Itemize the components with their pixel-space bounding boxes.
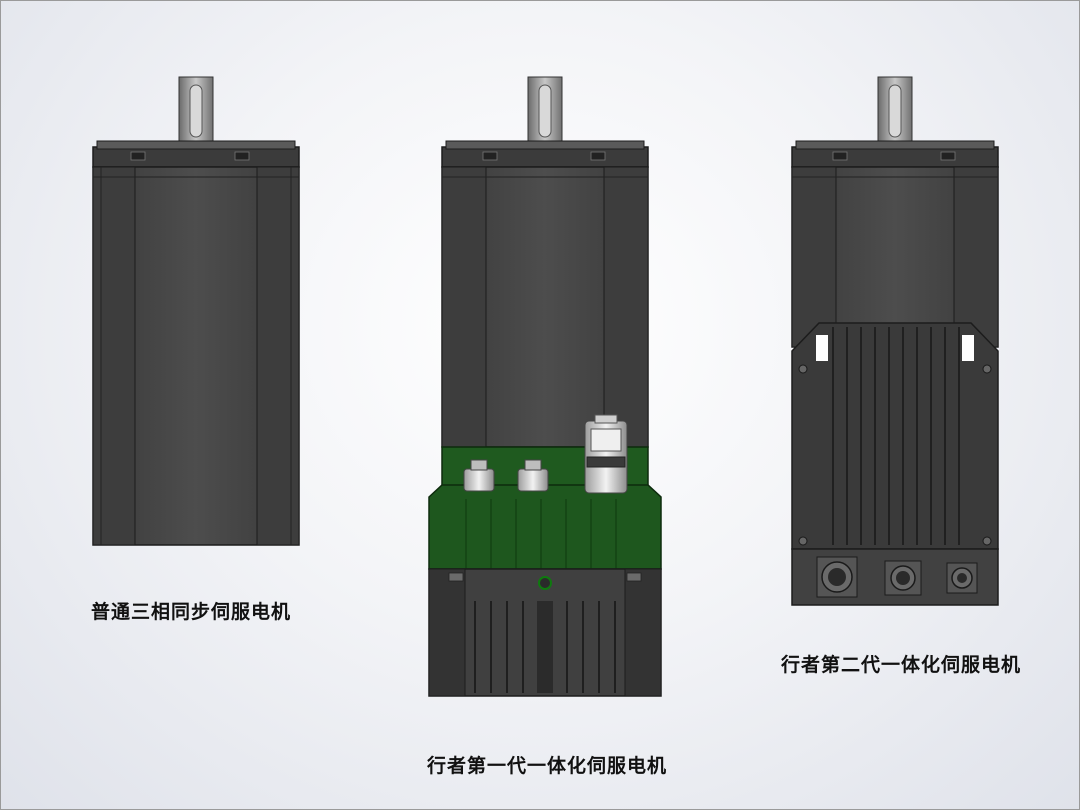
shaft-gen2 [877, 76, 913, 142]
heatsink-gen1 [428, 568, 662, 697]
caption-gen2: 行者第二代一体化伺服电机 [781, 654, 1022, 676]
body-gen2 [791, 166, 999, 348]
shaft-standard [178, 76, 214, 142]
connector-small-1 [463, 459, 495, 492]
body-standard [92, 166, 300, 546]
motor-standard [92, 76, 300, 546]
connector-large [584, 414, 628, 494]
connector-small-2 [517, 459, 549, 492]
motor-gen1 [428, 76, 662, 697]
body-gen1 [441, 166, 649, 448]
connector-panel-gen2 [791, 548, 999, 606]
flange-standard [92, 140, 300, 168]
integrated-driver-gen2 [791, 322, 999, 550]
flange-gen1 [441, 140, 649, 168]
flange-gen2 [791, 140, 999, 168]
connector-round-medium [884, 560, 922, 596]
connector-round-small [946, 562, 978, 594]
shaft-gen1 [527, 76, 563, 142]
caption-standard: 普通三相同步伺服电机 [91, 601, 292, 623]
connector-round-large [816, 556, 858, 598]
caption-gen1: 行者第一代一体化伺服电机 [427, 755, 668, 777]
motor-gen2 [791, 76, 999, 606]
